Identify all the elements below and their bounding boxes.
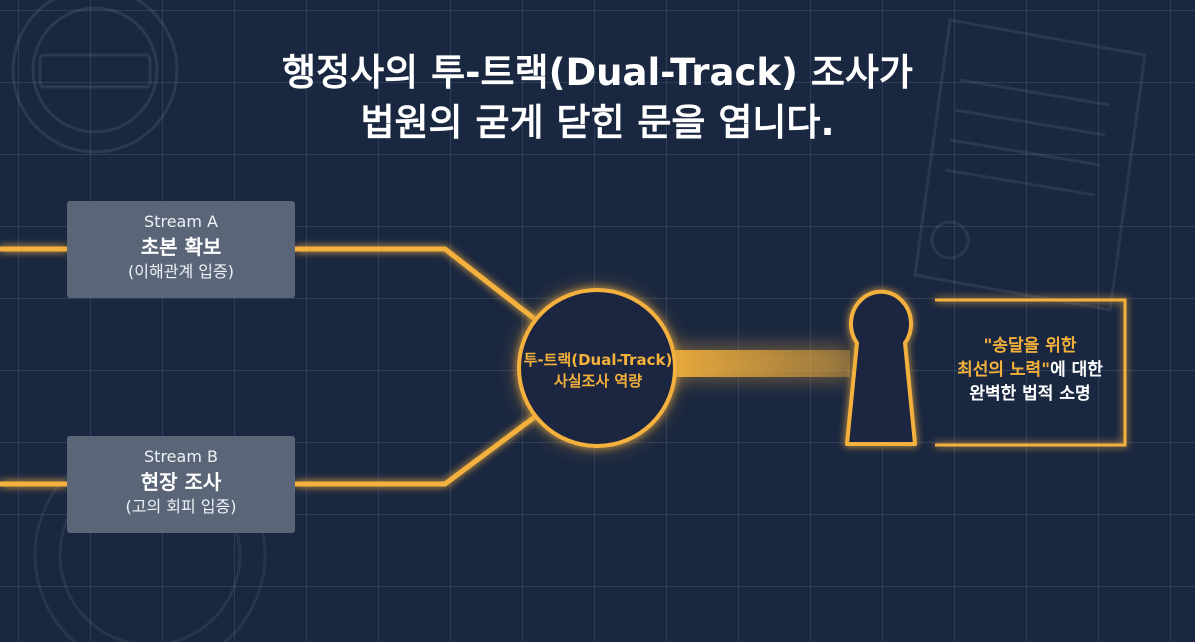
connector-lines xyxy=(0,246,538,487)
hub-circle xyxy=(517,288,677,448)
stream-b-connector xyxy=(295,413,538,487)
result-line-2-highlight: 최선의 노력" xyxy=(957,360,1051,380)
result-line-2-rest: 에 대한 xyxy=(1050,360,1103,380)
hub-label: 투-트랙(Dual-Track) 사실조사 역량 xyxy=(513,350,683,392)
page-title-line-2: 법원의 굳게 닫힌 문을 엽니다. xyxy=(360,101,835,144)
stream-b-subtitle: (고의 회피 입증) xyxy=(125,497,237,516)
keyhole-icon xyxy=(845,289,917,446)
certified-stamp-watermark xyxy=(11,0,179,154)
result-text: "송달을 위한 최선의 노력"에 대한 완벽한 법적 소명 xyxy=(935,334,1125,406)
page-title-line-1: 행정사의 투-트랙(Dual-Track) 조사가 xyxy=(282,51,913,94)
stream-a-connector xyxy=(295,246,538,322)
hub-label-line-1: 투-트랙(Dual-Track) xyxy=(523,351,673,369)
result-line-2: 최선의 노력"에 대한 xyxy=(935,358,1125,382)
stream-a-subtitle: (이해관계 입증) xyxy=(128,262,234,281)
document-watermark xyxy=(913,18,1147,312)
result-bracket xyxy=(935,298,1127,447)
stream-a-label: Stream A xyxy=(144,212,218,231)
hub-label-line-2: 사실조사 역량 xyxy=(553,372,643,390)
stream-b-label: Stream B xyxy=(144,447,218,466)
result-line-3: 완벽한 법적 소명 xyxy=(969,384,1091,404)
stream-a-title: 초본 확보 xyxy=(140,235,222,259)
result-line-1: "송달을 위한 xyxy=(983,336,1077,356)
stream-a-box: Stream A 초본 확보 (이해관계 입증) xyxy=(67,201,295,298)
hub-to-keyhole-beam xyxy=(660,350,850,377)
stream-b-title: 현장 조사 xyxy=(140,470,222,494)
stream-b-box: Stream B 현장 조사 (고의 회피 입증) xyxy=(67,436,295,533)
